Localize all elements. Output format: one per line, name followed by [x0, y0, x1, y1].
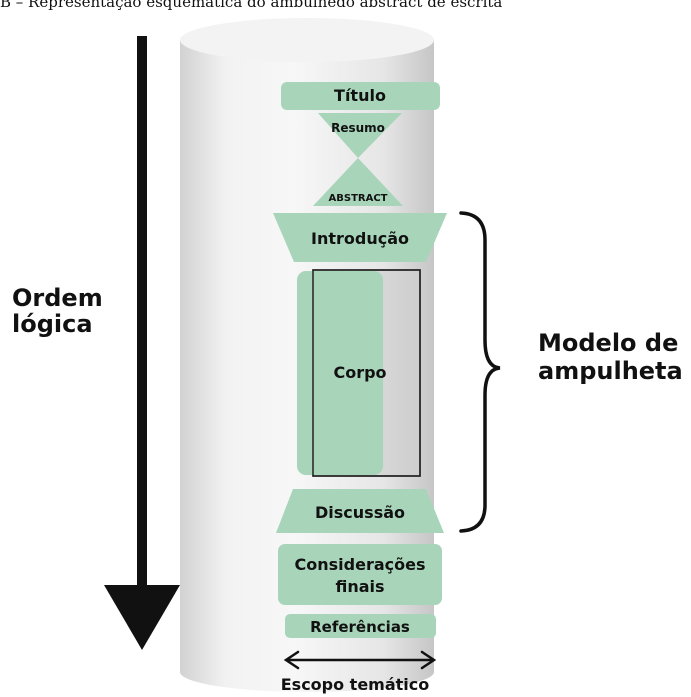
abstract-label: ABSTRACT: [329, 193, 388, 204]
escopo-label: Escopo temático: [281, 675, 430, 694]
corpo-label: Corpo: [333, 363, 386, 382]
curly-brace-icon: [459, 211, 501, 533]
titulo-block: Título: [281, 82, 440, 110]
figure-caption: B – Representação esquemática do ambulhê…: [0, 0, 503, 11]
consideracoes-block: Considerações finais: [278, 544, 442, 605]
corpo-block: Corpo: [297, 269, 421, 477]
ordem-label-line1: Ordem: [12, 284, 103, 312]
referencias-block: Referências: [285, 614, 436, 638]
consideracoes-label-line2: finais: [335, 577, 384, 596]
down-arrow-icon: [104, 36, 180, 650]
introducao-label: Introdução: [311, 229, 409, 248]
resumo-label: Resumo: [331, 121, 385, 135]
modelo-label-line2: ampulheta: [538, 357, 683, 385]
discussao-block: Discussão: [276, 489, 444, 533]
resumo-abstract-hourglass: Resumo ABSTRACT: [313, 113, 403, 206]
titulo-label: Título: [334, 86, 386, 105]
referencias-label: Referências: [310, 618, 410, 636]
modelo-label-line1: Modelo de: [538, 329, 678, 357]
consideracoes-label-line1: Considerações: [295, 555, 426, 574]
introducao-block: Introdução: [273, 213, 447, 262]
ordem-label-line2: lógica: [12, 310, 93, 338]
discussao-label: Discussão: [315, 503, 405, 522]
double-arrow-icon: [283, 650, 437, 670]
